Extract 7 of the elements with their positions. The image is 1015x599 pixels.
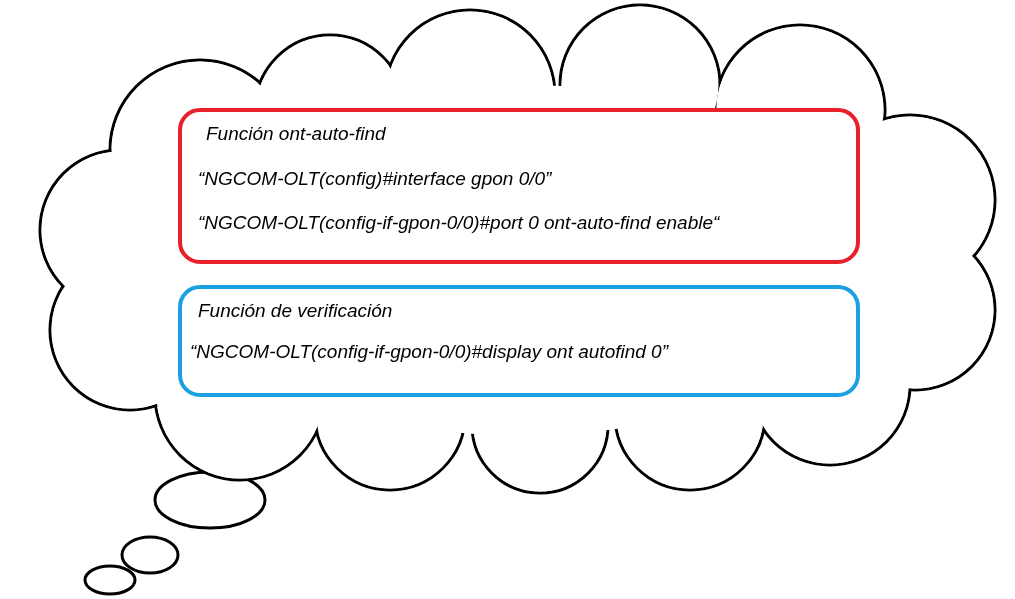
command-text: “NGCOM-OLT(config)#interface gpon 0/0” bbox=[198, 166, 553, 191]
command-text: “NGCOM-OLT(config-if-gpon-0/0)#display ont autofind 0” bbox=[190, 339, 670, 364]
command-box bbox=[178, 108, 860, 264]
box-heading: Función ont-auto-find bbox=[206, 122, 387, 146]
command-text: “NGCOM-OLT(config-if-gpon-0/0)#port 0 ont-auto-find enable“ bbox=[198, 211, 721, 235]
box-heading: Función de verificación bbox=[198, 299, 394, 323]
command-box bbox=[178, 285, 860, 397]
